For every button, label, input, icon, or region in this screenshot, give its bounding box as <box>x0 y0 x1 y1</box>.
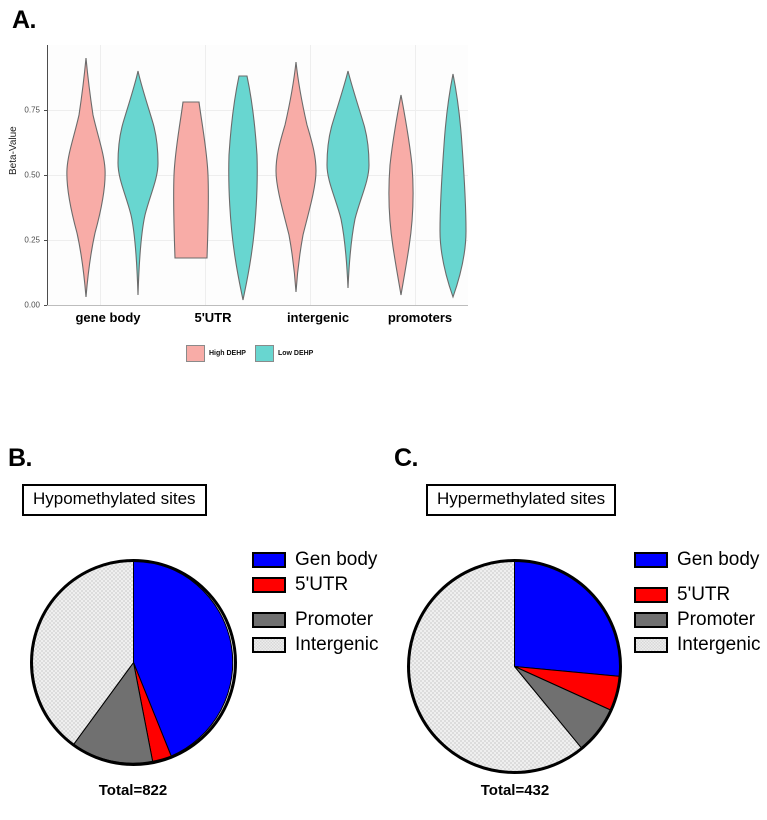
x-tick-label-5utr: 5'UTR <box>194 310 232 325</box>
panel-b-legend-item-intergenic: Intergenic <box>252 632 378 657</box>
panel-c-title-box: Hypermethylated sites <box>426 484 617 516</box>
legend-swatch-low-dehp <box>254 345 274 362</box>
violin-intergenic-high-dehp <box>272 45 320 305</box>
panel-b-legend-item-5utr: 5'UTR <box>252 572 378 597</box>
legend-label-promoter: Promoter <box>677 608 756 630</box>
legend-swatch-intergenic <box>634 636 668 653</box>
y-tick-label-0.25: 0.25 <box>24 235 40 245</box>
panel-b-legend: Gen body 5'UTR Promoter Intergenic <box>252 547 378 657</box>
legend-label-5utr: 5'UTR <box>677 583 731 605</box>
violin-gene-body-high-dehp <box>62 45 110 305</box>
y-tick-mark-1 <box>44 240 47 241</box>
panel-b-legend-item-promoter: Promoter <box>252 607 378 632</box>
legend-label-gen-body: Gen body <box>677 548 760 570</box>
y-axis-title: Beta-Value <box>8 126 19 175</box>
y-tick-mark-0 <box>44 305 47 306</box>
y-tick-mark-2 <box>44 175 47 176</box>
legend-label-5utr: 5'UTR <box>295 573 349 595</box>
panel-c-pie-chart <box>404 556 625 782</box>
panel-b-pie: B. Hypomethylated sites Total=822 <box>0 440 383 820</box>
panel-b-title-box: Hypomethylated sites <box>22 484 207 516</box>
pie-b-outline <box>30 559 237 766</box>
y-axis-line <box>47 45 48 305</box>
panel-c-legend: Gen body 5'UTR Promoter Intergenic <box>634 547 760 657</box>
panel-a-violin: A. Beta-Value <box>0 0 500 400</box>
y-tick-label-0.75: 0.75 <box>24 105 40 115</box>
y-tick-label-0.50: 0.50 <box>24 170 40 180</box>
violin-promoters-high-dehp <box>377 45 425 305</box>
panel-c-letter: C. <box>394 444 419 472</box>
legend-swatch-promoter <box>634 611 668 628</box>
pie-c-slice-gen-body <box>514 559 621 677</box>
legend-label-intergenic: Intergenic <box>295 633 379 655</box>
y-tick-label-0.00: 0.00 <box>24 300 40 310</box>
legend-swatch-5utr <box>634 586 668 603</box>
legend-label-low-dehp: Low DEHP <box>277 350 314 357</box>
y-tick-mark-3 <box>44 110 47 111</box>
legend-swatch-gen-body <box>634 551 668 568</box>
pie-c-outline <box>407 559 622 774</box>
legend-swatch-high-dehp <box>186 345 205 362</box>
violin-promoters-low-dehp <box>429 45 477 305</box>
gridline-0.25 <box>48 240 468 241</box>
panel-c-legend-item-promoter: Promoter <box>634 607 760 632</box>
x-axis-line <box>47 305 468 306</box>
violin-intergenic-low-dehp <box>324 45 372 305</box>
panel-c-total-label: Total=432 <box>480 782 550 799</box>
legend-label-gen-body: Gen body <box>295 548 378 570</box>
violin-legend-item-low-dehp: Low DEHP <box>254 345 314 362</box>
violin-legend: High DEHP Low DEHP <box>186 345 313 362</box>
panel-a-letter: A. <box>12 6 37 34</box>
panel-c-legend-item-gen-body: Gen body <box>634 547 760 572</box>
panel-b-pie-chart <box>27 556 240 774</box>
violin-gene-body-low-dehp <box>114 45 162 305</box>
legend-swatch-promoter <box>252 611 286 628</box>
legend-label-high-dehp: High DEHP <box>209 350 246 357</box>
panel-b-total-label: Total=822 <box>98 782 168 799</box>
panel-b-legend-item-gen-body: Gen body <box>252 547 378 572</box>
violin-legend-item-high-dehp: High DEHP <box>186 345 246 362</box>
legend-swatch-gen-body <box>252 551 286 568</box>
panel-b-letter: B. <box>8 444 33 472</box>
gridline-0.75 <box>48 110 468 111</box>
gridline-0.50 <box>48 175 468 176</box>
violin-5utr-high-dehp <box>167 45 215 305</box>
x-tick-label-intergenic: intergenic <box>286 310 350 325</box>
panel-c-legend-item-5utr: 5'UTR <box>634 582 760 607</box>
x-tick-label-promoters: promoters <box>387 310 453 325</box>
violin-5utr-low-dehp <box>219 45 267 305</box>
panel-c-pie: C. Hypermethylated sites Total=432 <box>384 440 767 820</box>
legend-swatch-5utr <box>252 576 286 593</box>
gridline-cat-4 <box>415 45 416 305</box>
panel-c-legend-item-intergenic: Intergenic <box>634 632 760 657</box>
x-tick-label-gene-body: gene body <box>75 310 141 325</box>
legend-swatch-intergenic <box>252 636 286 653</box>
legend-label-promoter: Promoter <box>295 608 374 630</box>
violin-plot-area <box>48 45 468 306</box>
legend-label-intergenic: Intergenic <box>677 633 761 655</box>
